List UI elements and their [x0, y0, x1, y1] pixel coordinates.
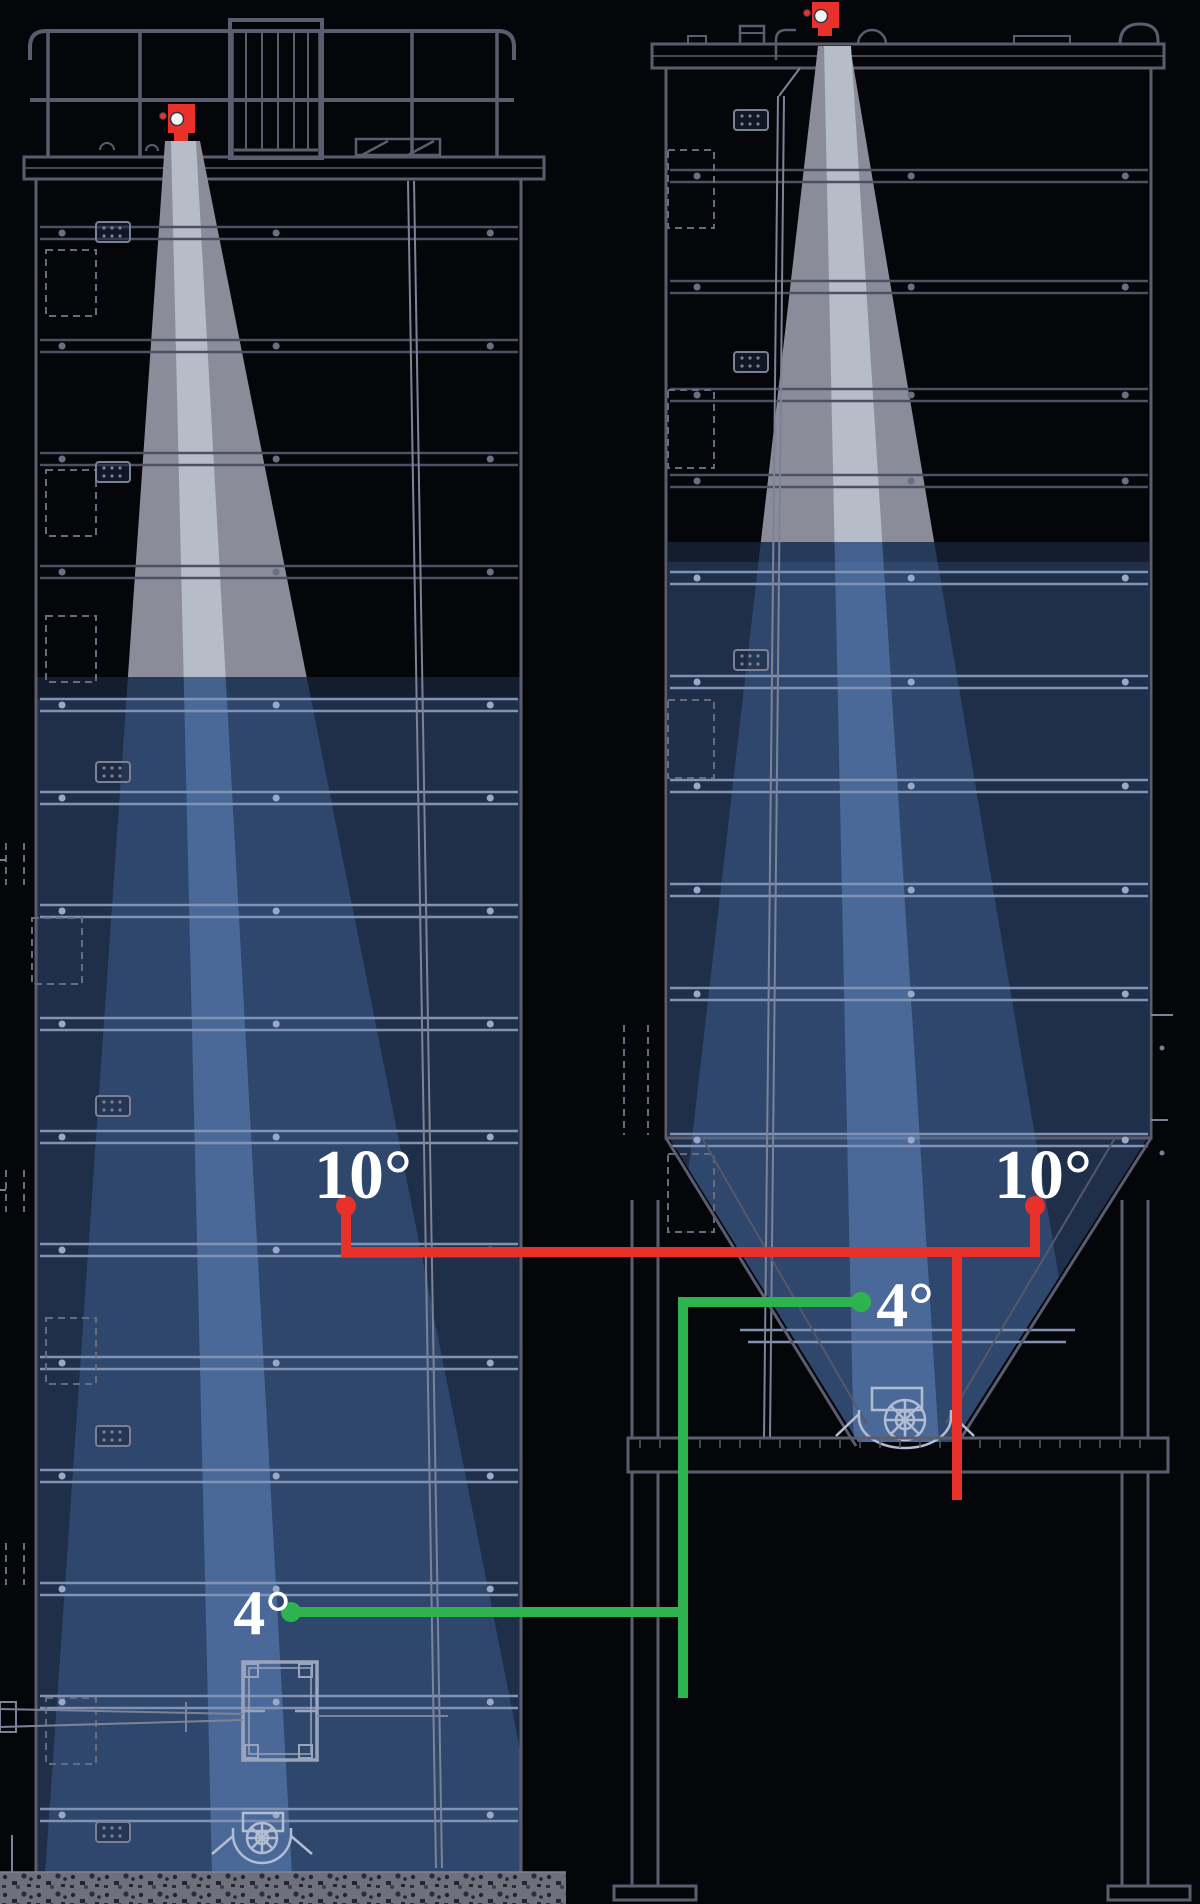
left-silo-seams-below [40, 697, 518, 1823]
left-silo-foundation [0, 1871, 566, 1904]
roof-vent-icon [738, 24, 766, 46]
left-inner-angle-label: 4° [233, 1577, 291, 1648]
left-silo-seams-above [40, 225, 518, 580]
left-silo-exterior-marks [0, 843, 25, 1872]
radar-sensor-icon [803, 2, 839, 36]
roof-hatch [354, 137, 442, 157]
left-silo-ladder-cage [228, 18, 324, 160]
right-outer-angle-label: 10° [994, 1137, 1092, 1214]
left-silo-wall-brackets [31, 249, 97, 1765]
inner-angle-connector [281, 1292, 871, 1698]
inner-angle-marker-left [281, 1602, 301, 1622]
left-silo-beam-cone [45, 141, 520, 1872]
left-silo-drop-pipe [407, 180, 443, 1869]
right-silo-exterior-marks [623, 1014, 1173, 1156]
angle-annotations: 10° 10° 4° 4° [233, 1137, 1092, 1698]
left-silo-side-pipe [0, 1701, 448, 1733]
outer-angle-marker-right [1025, 1196, 1045, 1216]
left-silo [0, 18, 566, 1904]
right-silo [612, 2, 1192, 1902]
left-silo-access-door [241, 1660, 319, 1762]
sweep-unloader-icon [211, 1811, 313, 1865]
left-beam-outer-10deg [127, 141, 307, 677]
right-silo-hopper [664, 1137, 1153, 1447]
left-silo-bolt-plates [95, 221, 131, 1843]
left-beam-inner-4deg [171, 141, 226, 677]
right-silo-drop-pipe [763, 67, 801, 1439]
discharge-valve-icon [835, 1386, 975, 1450]
right-silo-support [612, 1200, 1192, 1902]
right-inner-angle-label: 4° [876, 1269, 934, 1340]
right-silo-seams-above [670, 168, 1148, 489]
left-outer-angle-label: 10° [314, 1137, 412, 1214]
right-silo-roof-deck [650, 22, 1166, 70]
right-silo-bolt-plates [733, 109, 769, 671]
outer-angle-connector [336, 1196, 1045, 1500]
right-silo-wall-brackets [667, 149, 715, 1233]
radar-sensor-icon [159, 104, 195, 141]
inner-angle-marker-right [851, 1292, 871, 1312]
right-silo-seams-below [670, 570, 1148, 1344]
outer-angle-marker-left [336, 1196, 356, 1216]
